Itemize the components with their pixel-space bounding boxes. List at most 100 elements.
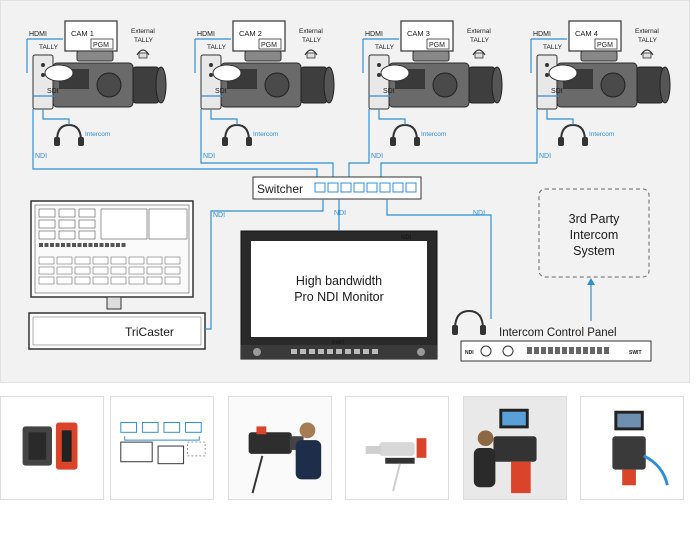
tally-light-icon — [304, 49, 318, 56]
control-key — [146, 276, 163, 285]
thumbnail-6[interactable] — [580, 396, 684, 500]
monitor-text-line2: Pro NDI Monitor — [294, 290, 384, 304]
switcher-button — [121, 243, 126, 247]
source-tile — [58, 208, 76, 218]
intercom-cable-line — [42, 109, 70, 125]
panel-knob — [480, 345, 492, 357]
tripod-legs — [392, 463, 401, 492]
sdi-label: SDI — [47, 88, 59, 95]
switcher-button — [50, 243, 54, 247]
camera-unit[interactable]: CAM 4PGMHDMITALLYExternalTALLYSDIInterco… — [530, 20, 671, 160]
camera-unit[interactable]: CAM 2PGMHDMITALLYExternalTALLYSDIInterco… — [194, 20, 335, 160]
headset-icon — [54, 137, 60, 146]
external-tally-label: External — [131, 28, 155, 35]
headset-icon — [560, 123, 586, 142]
headset-icon — [558, 137, 564, 146]
third-party-text: Intercom — [570, 228, 619, 242]
battery-plate — [28, 432, 47, 460]
camera-rig-icon — [346, 397, 448, 499]
thumbnail-1[interactable] — [0, 396, 104, 500]
camera-dial — [264, 72, 290, 98]
camera-handle — [412, 50, 450, 62]
control-key — [56, 266, 73, 275]
headset-icon — [246, 137, 252, 146]
pgm-label: PGM — [429, 42, 445, 49]
monitor-screen — [617, 413, 641, 428]
thumbnail-5[interactable] — [463, 396, 567, 500]
eyepiece — [212, 64, 242, 82]
switcher-button — [110, 243, 115, 247]
adapter-accent — [511, 461, 531, 494]
monitor-button — [309, 349, 315, 354]
pgm-tag — [594, 38, 618, 50]
thumbnail-3[interactable] — [228, 396, 332, 500]
source-tile — [38, 230, 56, 240]
external-tally-label: TALLY — [638, 37, 658, 44]
tripod-legs — [251, 455, 264, 494]
switcher-port — [353, 182, 365, 193]
switcher-button — [83, 243, 87, 247]
adapter-accent — [416, 438, 427, 458]
camera-lens — [132, 66, 160, 104]
ndi-label: NDI — [213, 212, 225, 219]
camera-unit[interactable]: CAM 1PGMHDMITALLYExternalTALLYSDIInterco… — [26, 20, 167, 160]
sdi-label: SDI — [551, 88, 563, 95]
pgm-tag — [90, 38, 114, 50]
switcher-unit[interactable]: Switcher — [252, 176, 422, 200]
control-key — [164, 276, 181, 285]
external-tally-label: External — [299, 28, 323, 35]
panel-button — [583, 347, 588, 354]
sdi-label: SDI — [215, 88, 227, 95]
control-key — [128, 266, 145, 275]
tally-light-icon — [472, 49, 486, 56]
camera-dial — [600, 72, 626, 98]
mini-monitor — [157, 445, 185, 465]
tally-light-icon — [640, 49, 654, 56]
camera-silhouette — [248, 432, 292, 454]
control-key — [56, 256, 73, 265]
connector-port — [41, 63, 45, 67]
camera-handle — [580, 50, 618, 62]
camera-dial — [432, 72, 458, 98]
monitor-on-camera-icon — [581, 397, 683, 499]
panel-button — [576, 347, 581, 354]
source-tile — [58, 219, 76, 229]
hdmi-label: HDMI — [29, 31, 47, 38]
tricaster-unit[interactable]: TriCaster — [28, 200, 206, 350]
source-tile — [38, 208, 56, 218]
tally-label: TALLY — [543, 44, 563, 51]
third-party-text: System — [573, 244, 615, 258]
switcher-port — [327, 182, 339, 193]
camera-name-label: CAM 1 — [71, 29, 94, 38]
monitor-rig-icon — [464, 397, 566, 499]
camera-lens — [300, 66, 328, 104]
mini-camera — [163, 422, 181, 433]
monitor-screen — [502, 411, 526, 426]
switcher-port — [405, 182, 417, 193]
thumbnail-2[interactable] — [110, 396, 214, 500]
intercom-panel-label: Intercom Control Panel — [499, 327, 617, 339]
intercom-label: Intercom — [253, 131, 278, 138]
external-tally-label: External — [635, 28, 659, 35]
switcher-port — [340, 182, 352, 193]
battery-plate-icon — [22, 422, 78, 470]
panel-knob — [502, 345, 514, 357]
ndi-cable-line — [200, 109, 334, 181]
camera-unit[interactable]: CAM 3PGMHDMITALLYExternalTALLYSDIInterco… — [362, 20, 503, 160]
camera-silhouette — [493, 436, 537, 462]
camera-handle — [244, 50, 282, 62]
switcher-port — [379, 182, 391, 193]
pgm-label: PGM — [93, 42, 109, 49]
panel-button — [562, 347, 567, 354]
arrow-head-icon — [587, 278, 595, 285]
source-tile — [58, 230, 76, 240]
program-window — [148, 208, 188, 240]
monitor-screen — [251, 241, 427, 337]
monitor-button — [318, 349, 324, 354]
thumbnail-4[interactable] — [345, 396, 449, 500]
control-key — [74, 276, 91, 285]
switcher-button — [94, 243, 98, 247]
